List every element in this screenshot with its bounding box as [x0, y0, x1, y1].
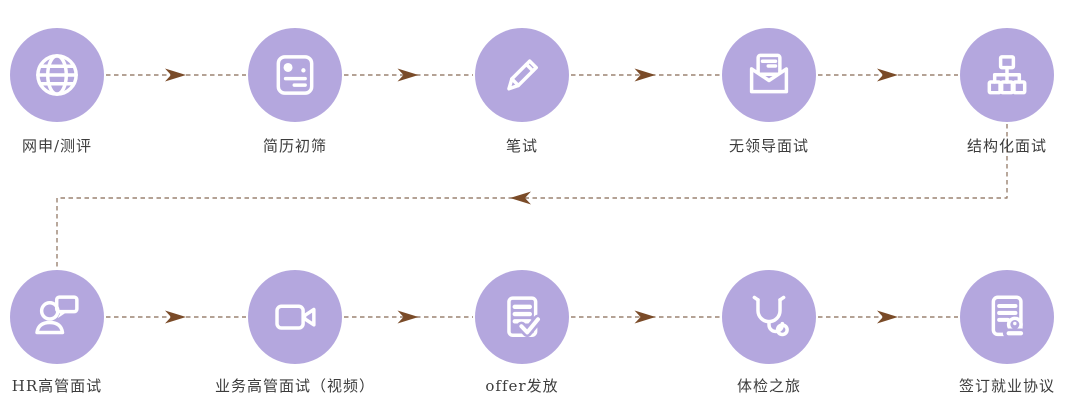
step-label: 体检之旅	[736, 377, 801, 395]
step-label: 业务高管面试（视频）	[214, 377, 375, 395]
arrowhead-icon	[397, 68, 419, 82]
arrowhead-icon	[877, 310, 898, 324]
step-label: HR高管面试	[11, 377, 103, 395]
arrowhead-icon	[397, 310, 419, 324]
step-circle	[10, 270, 104, 364]
step-label: 无领导面试	[728, 137, 809, 155]
video-camera-icon	[275, 304, 316, 330]
step-label: 结构化面试	[966, 137, 1047, 155]
step-circle	[960, 270, 1054, 364]
pencil-icon	[507, 59, 538, 91]
step-circle	[10, 28, 104, 122]
step-label: offer发放	[485, 377, 559, 395]
globe-icon	[36, 54, 78, 96]
person-chat-icon	[35, 295, 79, 335]
arrowhead-icon	[165, 310, 186, 324]
document-seal-icon	[991, 295, 1027, 338]
step-label: 简历初筛	[262, 137, 327, 155]
stethoscope-icon	[752, 295, 789, 337]
step-circle	[722, 270, 816, 364]
step-label: 笔试	[505, 137, 538, 155]
dashed-connector	[56, 124, 1008, 268]
step-label: 签订就业协议	[958, 377, 1055, 395]
envelope-letter-icon	[749, 53, 789, 94]
org-chart-icon	[987, 55, 1027, 95]
arrowhead-icon	[634, 310, 656, 324]
arrowhead-icon	[877, 68, 898, 82]
step-circle	[722, 28, 816, 122]
step-label: 网申/测评	[21, 137, 93, 155]
step-circle	[248, 28, 342, 122]
step-circle	[248, 270, 342, 364]
arrowhead-icon	[510, 191, 531, 205]
step-circle	[475, 270, 569, 364]
arrowhead-icon	[634, 68, 656, 82]
document-check-icon	[507, 296, 543, 338]
step-circle	[960, 28, 1054, 122]
arrowhead-icon	[165, 68, 186, 82]
step-circle	[475, 28, 569, 122]
resume-icon	[276, 55, 314, 95]
